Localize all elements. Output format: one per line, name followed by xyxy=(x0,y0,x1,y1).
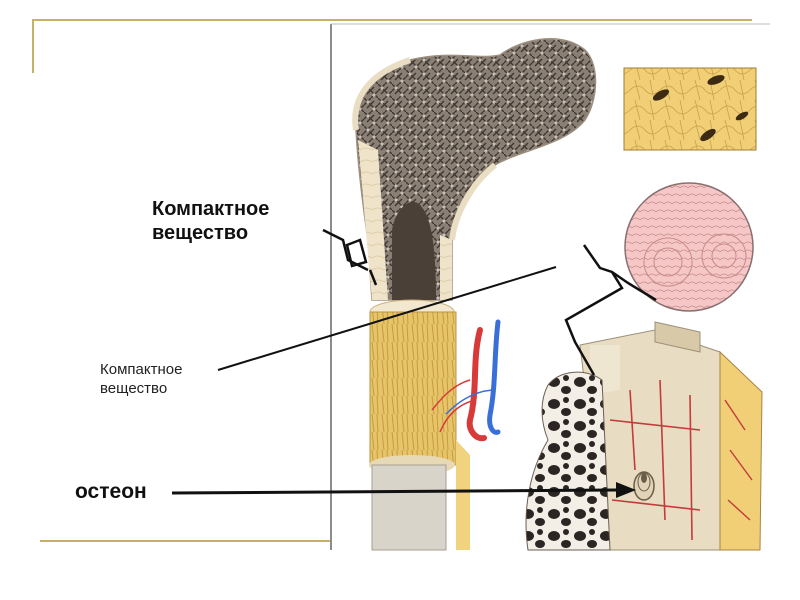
bone-tissue-magnified xyxy=(623,67,757,151)
femur-shaft xyxy=(369,311,457,466)
osteon-figure xyxy=(633,471,655,501)
label-compact-substance-top-line2: вещество xyxy=(152,222,249,244)
frame-top-line xyxy=(32,19,752,21)
artery xyxy=(466,327,487,442)
pointer-compact-mid xyxy=(217,266,557,371)
label-compact-substance-mid: Компактное вещество xyxy=(100,360,182,398)
label-compact-substance-mid-line1: Компактное xyxy=(100,361,183,378)
osteon-arrow-head xyxy=(616,482,636,498)
vein xyxy=(487,319,501,435)
osteon-arrow-line xyxy=(171,488,617,495)
lamellae-magnified xyxy=(624,182,754,312)
frame-left-line xyxy=(32,19,34,73)
label-compact-substance-mid-line2: вещество xyxy=(100,380,168,397)
label-compact-substance-top: Компактное вещество xyxy=(152,197,269,245)
frame-bottom-line xyxy=(40,540,330,542)
label-compact-substance-top-line1: Компактное xyxy=(152,198,270,220)
label-osteon: остеон xyxy=(75,480,147,503)
spongy-bone xyxy=(525,371,611,551)
femur-head xyxy=(354,38,597,301)
